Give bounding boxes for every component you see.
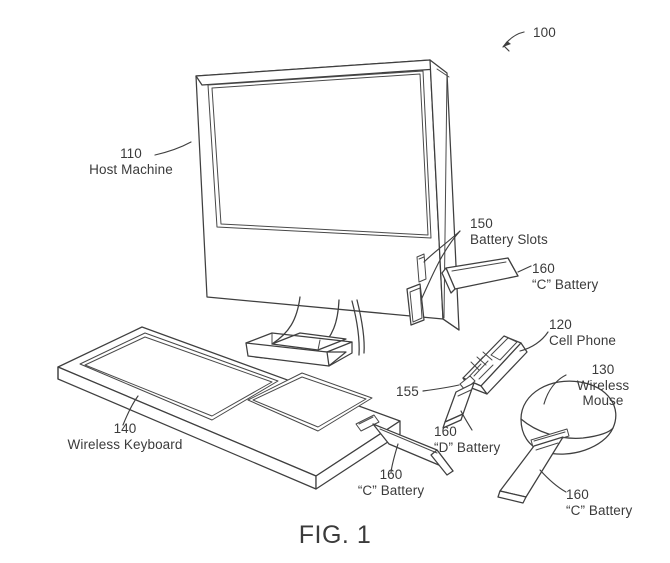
callout-battery-slots-name: Battery Slots: [470, 231, 548, 247]
callout-cell-phone-name: Cell Phone: [549, 332, 617, 348]
callout-wireless-keyboard: 140 Wireless Keyboard: [35, 421, 215, 452]
cell-phone-leader: [519, 331, 549, 352]
keyboard-leader: [122, 395, 139, 426]
phone-d-battery[interactable]: [442, 382, 475, 429]
mouse-battery-leader: [539, 469, 567, 493]
mouse-c-battery[interactable]: [497, 436, 564, 504]
callout-mouse-c-battery: 160 “C” Battery: [566, 487, 632, 518]
callout-keyboard-c-battery-ref: 160: [379, 467, 403, 482]
figure-caption: FIG. 1: [298, 521, 372, 549]
callout-wireless-mouse-ref: 130: [591, 362, 615, 377]
mouse-leader: [543, 374, 567, 405]
callout-monitor-c-battery-name: “C” Battery: [532, 276, 599, 292]
phone-battery-leader: [460, 410, 473, 431]
monitor-battery-slots[interactable]: [406, 253, 427, 326]
callout-monitor-c-battery: 160 “C” Battery: [532, 261, 598, 292]
callout-phone-slot-ref: 155: [396, 384, 419, 399]
cell-phone[interactable]: [459, 335, 528, 395]
system-ref-number: 100: [533, 25, 556, 40]
wireless-keyboard[interactable]: [57, 326, 401, 490]
keyboard-c-battery[interactable]: [372, 423, 454, 476]
callout-host-machine-ref: 110: [120, 146, 142, 161]
wireless-mouse[interactable]: [520, 380, 617, 455]
monitor-battery-leader: [517, 265, 532, 273]
phone-slot-leader: [422, 384, 460, 392]
callout-battery-slots-ref: 150: [470, 216, 493, 231]
callout-phone-slot: 155: [396, 384, 419, 400]
callout-mouse-c-battery-ref: 160: [566, 487, 589, 502]
callout-keyboard-c-battery: 160 “C” Battery: [338, 467, 444, 498]
callout-cell-phone-ref: 120: [549, 317, 572, 332]
host-machine-monitor: [195, 59, 460, 367]
callout-wireless-mouse-name-line1: Wireless: [576, 377, 630, 393]
keyboard-battery-leader: [390, 443, 399, 473]
callout-cell-phone: 120 Cell Phone: [549, 317, 616, 348]
callout-battery-slots: 150 Battery Slots: [470, 216, 548, 247]
callout-keyboard-c-battery-name: “C” Battery: [357, 482, 425, 498]
callout-phone-d-battery: 160 “D” Battery: [434, 424, 500, 455]
system-arrow: [502, 31, 525, 52]
callout-host-machine: 110 Host Machine: [76, 146, 186, 177]
callout-wireless-mouse-name-line2: Mouse: [582, 393, 624, 408]
callout-monitor-c-battery-ref: 160: [532, 261, 555, 276]
battery-slots-leader: [420, 230, 461, 301]
callout-phone-d-battery-ref: 160: [434, 424, 457, 439]
callout-mouse-c-battery-name: “C” Battery: [566, 502, 633, 518]
monitor-c-battery[interactable]: [441, 257, 519, 294]
callout-system-ref: 100: [533, 25, 556, 41]
callout-wireless-keyboard-name: Wireless Keyboard: [67, 436, 183, 452]
host-machine-leader: [154, 141, 192, 156]
callout-wireless-keyboard-ref: 140: [113, 421, 137, 436]
callout-phone-d-battery-name: “D” Battery: [434, 439, 501, 455]
callout-host-machine-name: Host Machine: [89, 161, 173, 177]
callout-wireless-mouse: 130 Wireless Mouse: [560, 362, 646, 409]
